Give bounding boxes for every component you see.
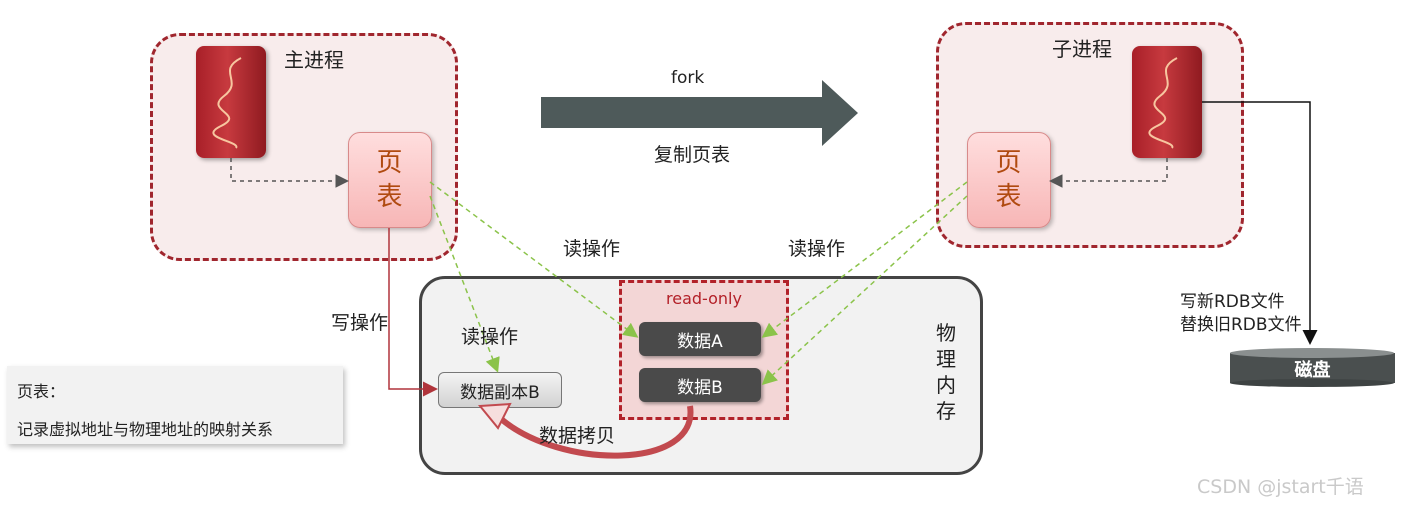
- fork-caption: 复制页表: [654, 144, 731, 166]
- cpu-wave-icon: [212, 57, 242, 149]
- memory-title: 物 理 内 存: [934, 320, 958, 424]
- page-table-char: 页: [995, 148, 1023, 178]
- watermark: CSDN @jstart千语: [1197, 476, 1364, 498]
- page-table-char: 表: [995, 182, 1023, 212]
- data-copy-label: 数据拷贝: [539, 425, 616, 447]
- child-page-table: 页 表: [967, 132, 1051, 228]
- data-copy-b-block: 数据副本B: [438, 372, 562, 408]
- note-text: 记录虚拟地址与物理地址的映射关系: [17, 420, 274, 439]
- page-table-note: 页表： 记录虚拟地址与物理地址的映射关系: [7, 366, 343, 444]
- write-label: 写操作: [331, 312, 389, 334]
- parent-page-table: 页 表: [348, 132, 432, 228]
- memory-title-char: 内: [936, 373, 956, 397]
- cpu-wave-icon: [1148, 57, 1178, 149]
- copy-read-label: 读操作: [461, 326, 519, 348]
- child-process-title: 子进程: [1052, 37, 1112, 61]
- parent-read-label: 读操作: [563, 238, 621, 260]
- child-read-data-b: [761, 195, 968, 386]
- memory-title-char: 存: [936, 399, 956, 423]
- rdb-note-line1: 写新RDB文件: [1180, 292, 1285, 312]
- child-read-data-a: [761, 181, 968, 338]
- read-only-label: read-only: [666, 289, 742, 308]
- page-table-char: 页: [376, 148, 404, 178]
- child-to-disk-arrow: [1202, 101, 1318, 345]
- write-arrow: [388, 228, 438, 397]
- disk-icon: [1230, 348, 1395, 387]
- data-copy-arrowhead: [477, 402, 512, 430]
- fork-arrow-icon: [541, 80, 858, 146]
- memory-title-char: 理: [936, 347, 956, 371]
- parent-read-data-a: [429, 181, 639, 338]
- parent-cpu-to-pagetable: [230, 158, 349, 188]
- page-table-char: 表: [376, 182, 404, 212]
- memory-title-char: 物: [936, 321, 956, 345]
- disk-label: 磁盘: [1294, 360, 1331, 381]
- parent-process-title: 主进程: [284, 48, 344, 72]
- data-a-block: 数据A: [639, 322, 761, 356]
- fork-label: fork: [671, 68, 705, 88]
- data-copy-arrow: [498, 405, 694, 459]
- parent-cpu-icon: [196, 46, 266, 158]
- data-b-block: 数据B: [639, 368, 761, 402]
- child-cpu-to-pagetable: [1049, 158, 1168, 188]
- note-title: 页表：: [17, 382, 66, 401]
- child-read-label: 读操作: [788, 238, 846, 260]
- parent-read-copy-b: [429, 195, 500, 373]
- rdb-note-line2: 替换旧RDB文件: [1180, 315, 1302, 335]
- child-cpu-icon: [1132, 46, 1202, 158]
